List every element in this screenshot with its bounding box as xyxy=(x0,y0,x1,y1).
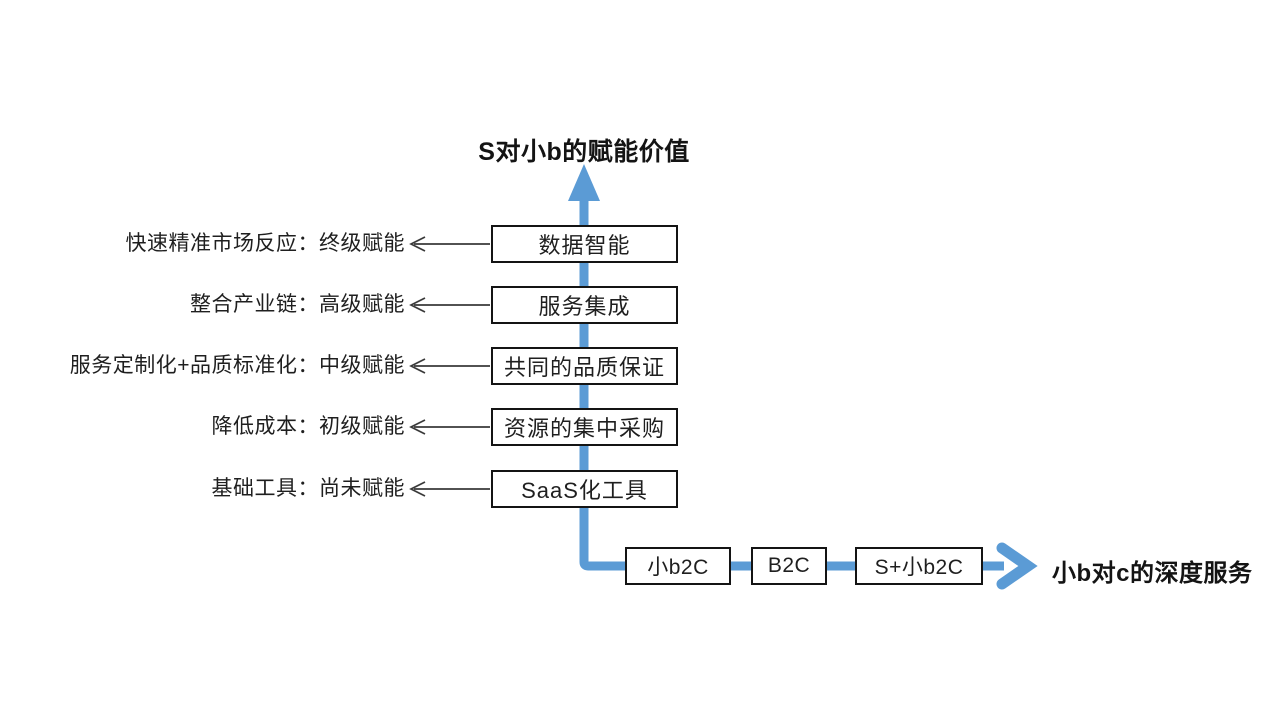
left-arrow-advanced xyxy=(409,297,490,313)
left-arrow-none xyxy=(409,481,490,497)
level-box-central-procurement: 资源的集中采购 xyxy=(491,408,678,446)
level-box-quality-assurance: 共同的品质保证 xyxy=(491,347,678,385)
level-label-basic: 降低成本：初级赋能 xyxy=(211,415,405,438)
y-axis-arrowhead-icon xyxy=(568,164,600,201)
level-label-none: 基础工具：尚未赋能 xyxy=(211,477,405,500)
left-arrow-basic xyxy=(409,419,490,435)
level-label-intermediate: 服务定制化+品质标准化：中级赋能 xyxy=(69,354,405,377)
level-box-data-intelligence: 数据智能 xyxy=(491,225,678,263)
y-axis-title: S对小b的赋能价值 xyxy=(478,138,690,166)
x-box-b2c: B2C xyxy=(751,547,827,585)
x-box-s-plus-small-b2c: S+小b2C xyxy=(855,547,983,585)
x-axis-arrowhead-icon xyxy=(996,542,1038,590)
level-box-saas-tools: SaaS化工具 xyxy=(491,470,678,508)
left-arrow-intermediate xyxy=(409,358,490,374)
x-box-small-b2c: 小b2C xyxy=(625,547,731,585)
level-box-service-integration: 服务集成 xyxy=(491,286,678,324)
left-arrow-terminal xyxy=(409,236,490,252)
x-axis-title: 小b对c的深度服务 xyxy=(1052,560,1253,587)
level-label-terminal: 快速精准市场反应：终级赋能 xyxy=(125,232,405,255)
level-label-advanced: 整合产业链：高级赋能 xyxy=(190,293,405,316)
